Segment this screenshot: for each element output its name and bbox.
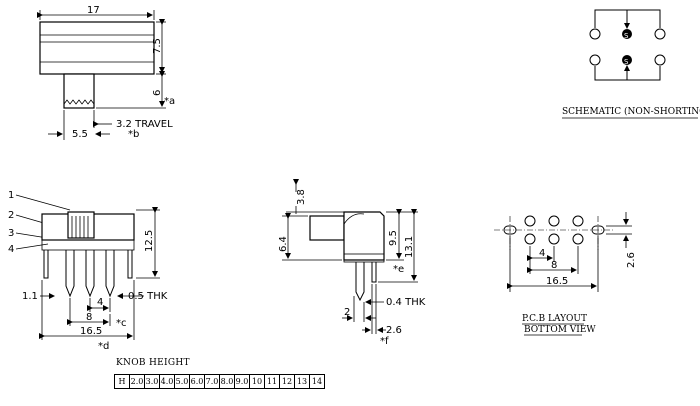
- knob-height-value: 4.0: [159, 374, 175, 389]
- knob-height-value: 14: [309, 374, 325, 389]
- knob-height-header: H: [114, 374, 130, 389]
- mount-leg: [43, 250, 49, 279]
- schematic-label: SCHEMATIC (NON-SHORTING): [562, 106, 700, 117]
- top-width-dim: 17: [87, 5, 100, 16]
- top-view: 17 7.5 6 *a 5.5 3.2 TRAVEL *b: [37, 5, 175, 140]
- top-height-dim: 7.5: [152, 38, 163, 54]
- schematic-pin: [589, 28, 601, 40]
- note-d: *d: [98, 341, 109, 352]
- pin-offset-dim: 1.1: [22, 291, 38, 302]
- knob-height-value: 9.0: [234, 374, 250, 389]
- schematic-common-pin: [622, 55, 632, 65]
- schematic-pin: [589, 54, 601, 66]
- pcb-pin-hole: [548, 233, 560, 245]
- pcb-layout: 4 8 16.5 2.6 P.C.B LAYOUT BOTTOM VIEW: [494, 212, 637, 336]
- switch-body-end: [343, 211, 385, 261]
- body-height-dim: 9.5: [388, 230, 399, 246]
- schematic-pin: [654, 54, 666, 66]
- side-view: 1 2 3 4 12.5 1.1 4: [8, 190, 168, 352]
- knob-height-row: H 2.0 3.0 4.0 5.0 6.0 7.0 8.0 9.0 10 11 …: [114, 374, 325, 389]
- callout-1: 1: [8, 190, 14, 201]
- knob-height-value: 11: [264, 374, 280, 389]
- pcb-pin-hole: [548, 215, 560, 227]
- side-pin-pitch-dim: 4: [97, 297, 103, 308]
- knob-height-value: 12: [279, 374, 295, 389]
- knob-height-value: 5.0: [174, 374, 190, 389]
- end-view: 3.8 6.4 9.5 13.1 *e 0.4 THK 2 2.6 *f: [278, 179, 426, 347]
- schematic-pin: [654, 28, 666, 40]
- end-pin: [355, 262, 365, 302]
- slide-knob: [63, 73, 95, 109]
- knob-height-value: 13: [294, 374, 310, 389]
- pcb-pin-hole: [524, 215, 536, 227]
- mount-leg: [127, 250, 133, 279]
- side-height-dim: 12.5: [144, 230, 155, 252]
- note-a: *a: [164, 96, 175, 107]
- schematic-common-pin: [622, 29, 632, 39]
- pcb-pitch-dim: 4: [539, 248, 545, 259]
- knob-offset-dim: 3.8: [296, 189, 307, 205]
- pcb-pin-hole: [524, 233, 536, 245]
- bottom-view-label: BOTTOM VIEW: [524, 325, 596, 335]
- callout-4: 4: [8, 244, 14, 255]
- switch-body-top: [39, 21, 155, 75]
- travel-dim: 3.2 TRAVEL: [116, 119, 173, 130]
- note-c: *c: [116, 318, 127, 329]
- knob-height-value: 6.0: [189, 374, 205, 389]
- pin: [85, 250, 95, 298]
- knob-thickness-dim: 6.4: [278, 236, 289, 252]
- schematic-pin-symbol: S: [624, 32, 629, 40]
- end-mount-leg: [371, 262, 377, 283]
- schematic: SCHEMATIC (NON-SHORTING): [562, 9, 700, 119]
- side-pin-span-dim: 8: [86, 312, 92, 323]
- pcb-pin-hole: [572, 215, 584, 227]
- side-thickness-dim: 0.5 THK: [128, 291, 168, 302]
- pcb-mount-hole: [503, 225, 517, 235]
- knob-height-value: 7.0: [204, 374, 220, 389]
- pcb-mount-hole: [591, 225, 605, 235]
- note-b: *b: [128, 129, 139, 140]
- knob-height-value: 2.0: [129, 374, 145, 389]
- leg-width-dim: 2.6: [386, 325, 402, 336]
- note-e: *e: [393, 264, 404, 275]
- pcb-row-span-dim: 8: [551, 260, 557, 271]
- pin: [65, 250, 75, 298]
- knob-height-table: H 2.0 3.0 4.0 5.0 6.0 7.0 8.0 9.0 10 11 …: [114, 374, 325, 389]
- pin: [105, 250, 115, 298]
- pcb-outer-span-dim: 16.5: [546, 276, 568, 287]
- end-pin-pitch-dim: 2: [344, 307, 350, 318]
- total-height-dim: 13.1: [404, 236, 415, 258]
- knob-width-dim: 5.5: [72, 129, 88, 140]
- knob-height-value: 8.0: [219, 374, 235, 389]
- knob-height-value: 3.0: [144, 374, 160, 389]
- pcb-label: P.C.B LAYOUT: [522, 314, 587, 324]
- knob-height-value: 10: [249, 374, 265, 389]
- knob-height-title: KNOB HEIGHT: [116, 358, 190, 368]
- note-f: *f: [380, 336, 389, 347]
- schematic-pin-symbol: S: [624, 58, 629, 66]
- pcb-hole-offset-dim: 2.6: [626, 252, 637, 268]
- knob-height-dim: 6: [152, 90, 163, 96]
- callout-3: 3: [8, 228, 14, 239]
- side-overall-dim: 16.5: [80, 326, 102, 337]
- end-thickness-dim: 0.4 THK: [386, 297, 426, 308]
- callout-2: 2: [8, 210, 14, 221]
- pcb-pin-hole: [572, 233, 584, 245]
- knob-end: [309, 215, 345, 241]
